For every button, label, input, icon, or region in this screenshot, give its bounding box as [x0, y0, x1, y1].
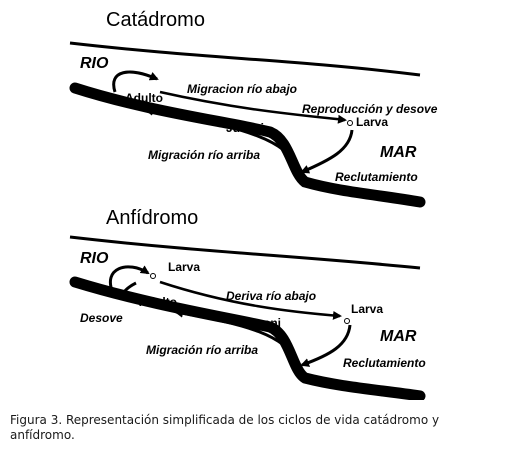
recruitment-label: Reclutamiento — [335, 170, 418, 184]
spawning-hook-arrow — [117, 281, 137, 300]
lower-river-bank — [69, 82, 426, 208]
spawning-loop-arrow — [109, 265, 150, 294]
drift-arrow — [159, 280, 342, 320]
recruitment-label: Reclutamiento — [343, 356, 426, 370]
sea-larva-point — [344, 318, 350, 324]
downstream-migration-arrow — [159, 90, 347, 124]
juvenile-label: Juveni — [226, 121, 264, 135]
downstream-migration-label: Migracion río abajo — [187, 82, 297, 96]
reproduction-label: Reproducción y desove — [302, 102, 438, 116]
adult-loop-arrow — [112, 70, 159, 93]
juvenile-label: Juveni — [243, 316, 281, 330]
larva-label: Larva — [356, 115, 388, 129]
life-cycle-diagram: Catádromo RIO Adulto Migracion río abajo… — [69, 9, 438, 400]
upstream-migration-label: Migración río arriba — [148, 148, 260, 162]
upstream-migration-arrow — [144, 106, 302, 171]
river-larva-point — [150, 273, 156, 279]
sea-larva-label: Larva — [351, 302, 383, 316]
amphidromous-panel: Anfídromo RIO Larva Adulto Desove Deriva… — [69, 207, 426, 400]
river-label: RIO — [80, 250, 109, 267]
lower-river-bank — [69, 276, 426, 400]
drift-label: Deriva río abajo — [226, 289, 316, 303]
larva-point — [347, 120, 353, 126]
upstream-migration-arrow — [174, 308, 300, 363]
adult-label: Adulto — [139, 295, 177, 309]
panel-title-catadromo: Catádromo — [106, 9, 205, 31]
sea-label: MAR — [380, 328, 417, 345]
upper-river-bank — [69, 235, 421, 270]
sea-label: MAR — [380, 144, 417, 161]
upper-river-bank — [69, 41, 421, 77]
spawning-label: Desove — [80, 311, 123, 325]
panel-title-anfidromo: Anfídromo — [106, 207, 198, 229]
upstream-migration-label: Migración río arriba — [146, 343, 258, 357]
figure-caption: Figura 3. Representación simplificada de… — [10, 413, 440, 442]
catadromous-panel: Catádromo RIO Adulto Migracion río abajo… — [69, 9, 438, 208]
river-label: RIO — [80, 55, 109, 72]
river-larva-label: Larva — [168, 260, 200, 274]
recruitment-arrow — [300, 129, 354, 174]
recruitment-arrow — [300, 324, 352, 367]
adult-label: Adulto — [125, 91, 163, 105]
